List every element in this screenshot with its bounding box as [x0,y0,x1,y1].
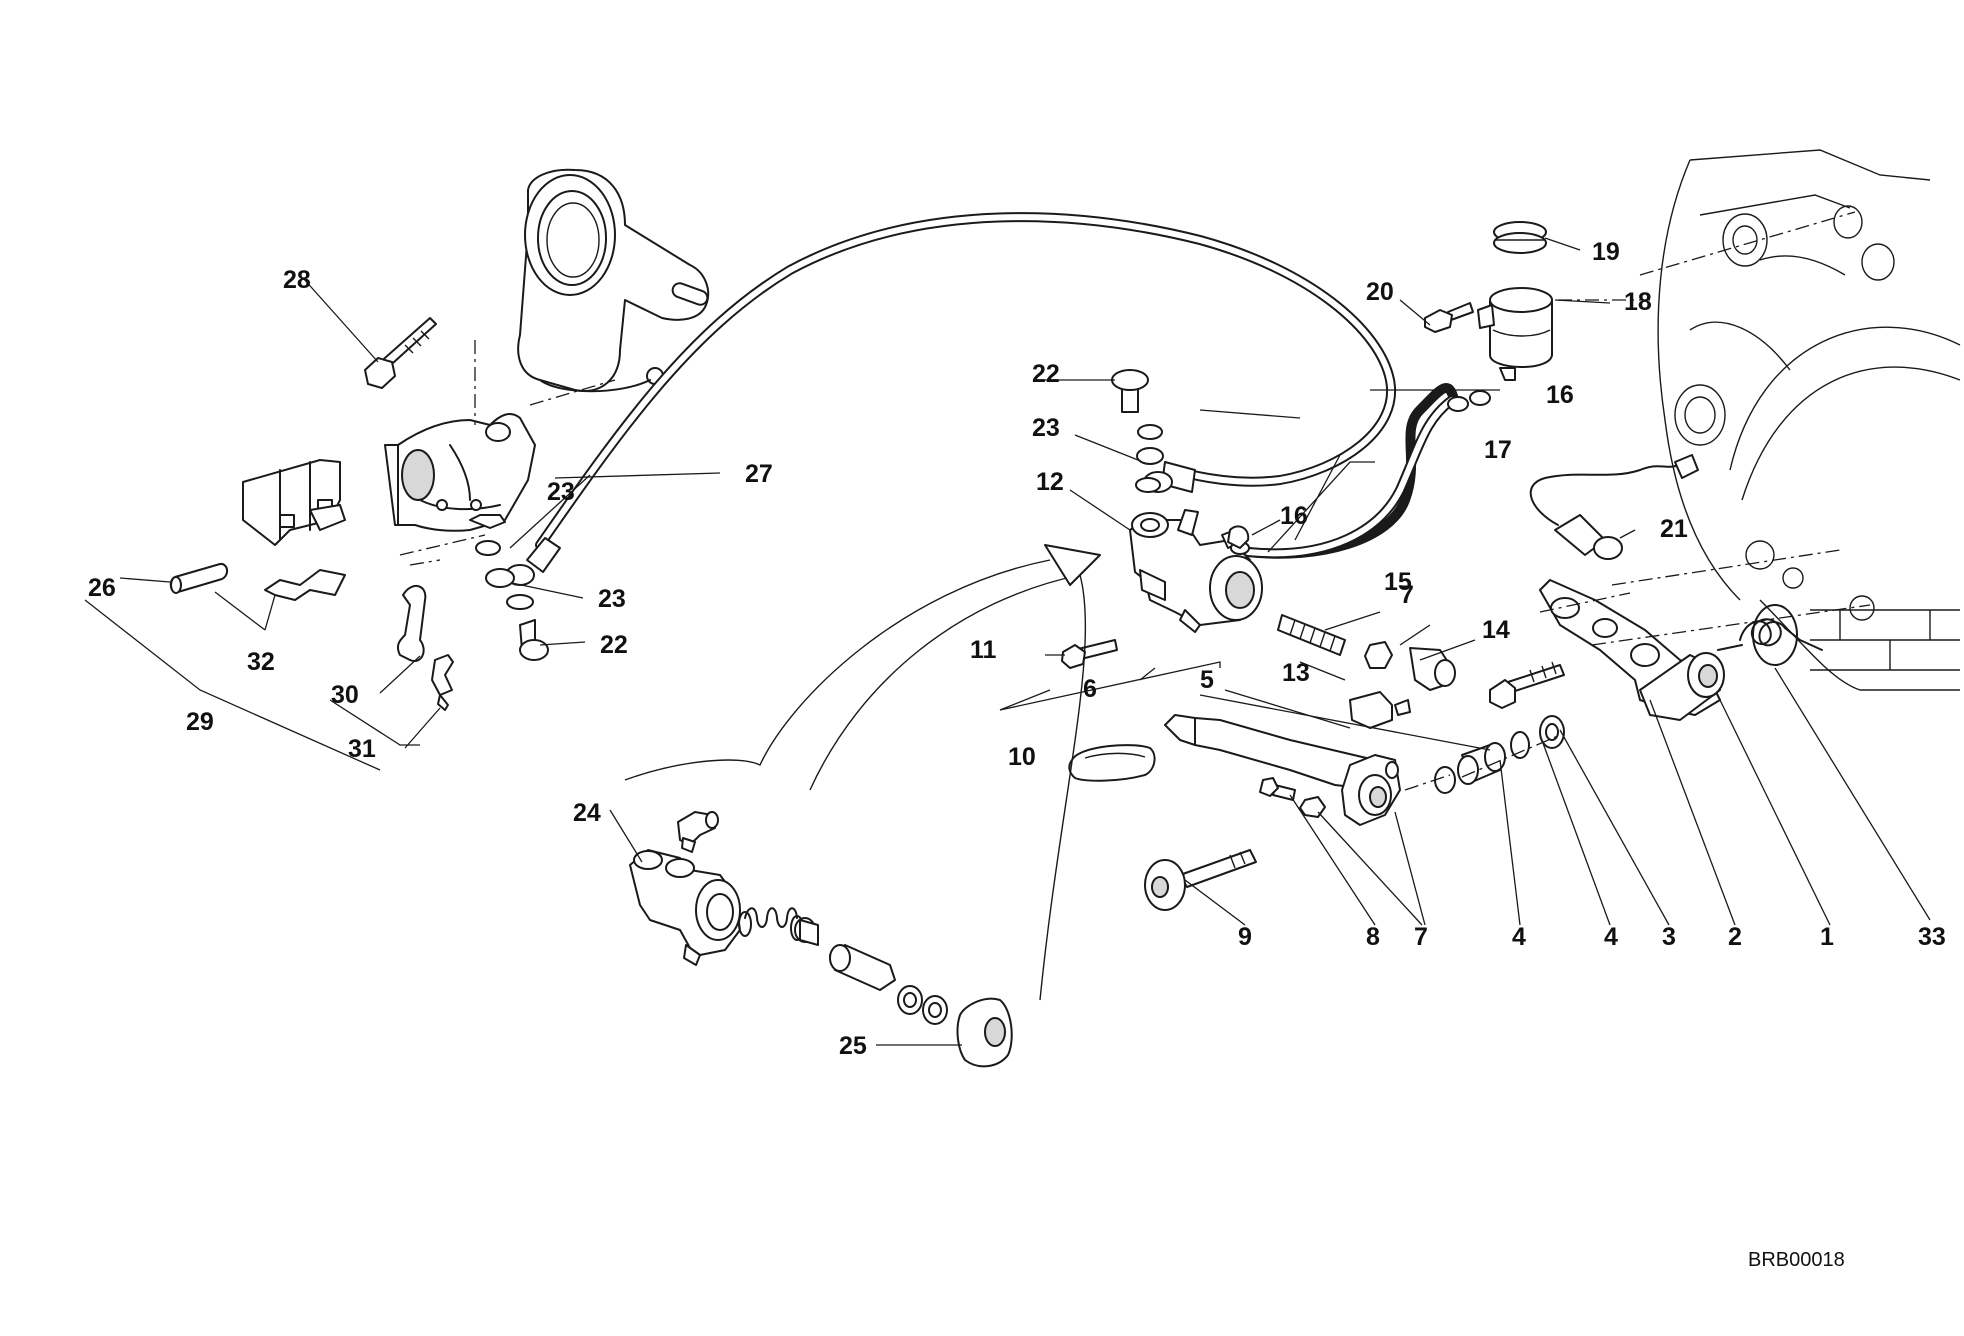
banjo-left [475,540,549,661]
callout-1: 1 [1820,923,1834,951]
callout-23a: 23 [1032,414,1060,442]
engine-casing [1657,149,1961,691]
callout-15: 15 [1384,568,1412,596]
brake-light-switch [1529,454,1699,560]
callout-33: 33 [1918,923,1946,951]
caliper-bolt [364,317,437,389]
callout-6: 6 [1083,675,1097,703]
callout-19: 19 [1592,238,1620,266]
assembly-lines [399,211,1871,791]
callout-7b: 7 [1414,923,1428,951]
brake-pedal [1164,714,1401,826]
callout-32: 32 [247,648,275,676]
reservoir-hose [1230,383,1491,559]
callout-10: 10 [1008,743,1036,771]
callout-11: 11 [970,636,997,664]
pushrod-assembly [1277,614,1456,729]
banjo-center [1111,369,1164,493]
callout-2: 2 [1728,923,1742,951]
callout-13: 13 [1282,659,1310,687]
callout-20: 20 [1366,278,1394,306]
pedal-stop-bolt [1259,777,1326,818]
master-cylinder-kit [629,811,1013,1068]
bracket-bolt [1489,661,1565,709]
callout-17: 17 [1484,436,1512,464]
pad-pin [169,562,228,594]
callout-18: 18 [1624,288,1652,316]
callout-14: 14 [1482,616,1510,644]
hose-clips [1227,525,1250,549]
callout-28: 28 [283,266,311,294]
master-cylinder [1129,509,1263,633]
drawing-reference: BRB00018 [1748,1249,1845,1271]
pad-spring [264,569,346,601]
callout-12: 12 [1036,468,1064,496]
callout-23b: 23 [547,478,575,506]
callout-3: 3 [1662,923,1676,951]
caliper-bracket [517,168,710,393]
callout-25: 25 [839,1032,867,1060]
callout-4a: 4 [1604,923,1618,951]
pivot-bolt [1144,849,1257,911]
callout-24: 24 [573,799,601,827]
callout-23c: 23 [598,585,626,613]
brake-hose [505,212,1397,586]
leader-lines [84,237,1931,1046]
callout-26: 26 [88,574,116,602]
callout-22a: 22 [1032,360,1060,388]
callout-9: 9 [1238,923,1252,951]
bushing-washers [1434,715,1565,794]
brake-caliper [384,413,536,532]
callouts: 1 2 3 4 4 5 6 7 7 8 9 10 11 12 13 14 15 … [88,238,1946,1060]
callout-5: 5 [1200,666,1214,694]
callout-31: 31 [348,735,376,763]
callout-30: 30 [331,681,359,709]
fluid-reservoir [1424,221,1553,381]
callout-29: 29 [186,708,214,736]
mc-bolt [1061,639,1118,669]
callout-8: 8 [1366,923,1380,951]
callout-21: 21 [1660,515,1688,543]
callout-16a: 16 [1280,502,1308,530]
callout-4b: 4 [1512,923,1526,951]
pedal-bracket [1539,579,1725,721]
pedal-rubber [1068,744,1156,782]
callout-22b: 22 [600,631,628,659]
brake-pads [242,459,346,546]
callout-27: 27 [745,460,773,488]
detail-outline [624,544,1101,1001]
callout-16b: 16 [1546,381,1574,409]
bleed-screw-cover [396,585,454,711]
callout-7a: 7 [1400,581,1414,609]
